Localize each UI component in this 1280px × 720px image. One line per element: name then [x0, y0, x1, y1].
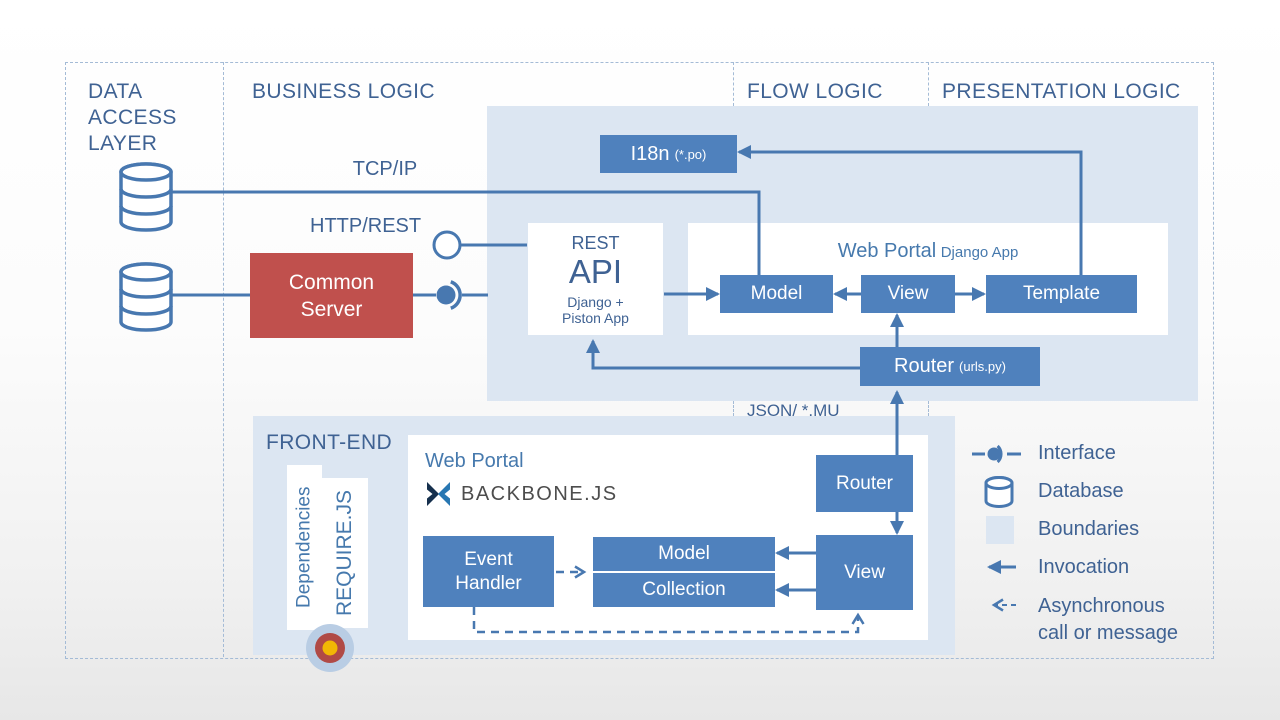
backbone-text: BACKBONE.JS — [461, 482, 618, 505]
outer-dashed-border — [65, 62, 1214, 659]
legend-database-label: Database — [1038, 480, 1124, 502]
template-box: Template — [986, 275, 1137, 313]
router-urlspy-box: Router (urls.py) — [860, 347, 1040, 386]
model-collection-divider — [593, 571, 775, 573]
http-rest-label: HTTP/REST — [310, 215, 422, 237]
json-mu-label: JSON/ *.MU — [747, 401, 840, 420]
header-business-logic: BUSINESS LOGIC — [252, 80, 435, 103]
legend-invocation-label: Invocation — [1038, 556, 1130, 578]
fe-collection-half: Collection — [642, 579, 726, 600]
legend-async-label: Asynchronous call or message — [1038, 595, 1179, 644]
model-collection-box: Model Collection — [593, 537, 775, 607]
tcp-ip-label: TCP/IP — [352, 158, 418, 180]
rest-api-content: REST API Django + Piston App — [562, 233, 629, 326]
event-handler-box: Event Handler — [423, 536, 554, 607]
legend-interface-label: Interface — [1038, 442, 1116, 464]
divider-presentation-top — [928, 62, 929, 106]
view-box: View — [861, 275, 955, 313]
backbonejs-logo: BACKBONE.JS — [425, 480, 618, 508]
requirejs-label: REQUIRE.JS — [333, 489, 356, 617]
dependencies-label: Dependencies — [293, 486, 315, 609]
divider-presentation-gap — [928, 401, 929, 416]
fe-model-half: Model — [658, 543, 710, 564]
divider-flow-top — [733, 62, 734, 106]
divider-data-access — [223, 62, 224, 657]
header-flow-logic: FLOW LOGIC — [747, 80, 883, 103]
front-end-label: FRONT-END — [266, 431, 393, 454]
web-portal-django-title: Web Portal Django App — [837, 240, 1019, 262]
dependencies-strip: Dependencies — [287, 465, 322, 630]
fe-router-box: Router — [816, 455, 913, 512]
common-server-box: Common Server — [250, 253, 413, 338]
header-data-access-layer: DATA ACCESS LAYER — [88, 80, 177, 155]
legend-boundaries-swatch — [986, 516, 1014, 544]
requirejs-strip: REQUIRE.JS — [322, 478, 368, 628]
i18n-box: I18n (*.po) — [600, 135, 737, 173]
divider-flow-gap — [733, 401, 734, 416]
backbone-icon — [427, 482, 450, 506]
fe-webportal-title: Web Portal — [425, 450, 524, 472]
header-presentation-logic: PRESENTATION LOGIC — [942, 80, 1181, 103]
legend-boundaries-label: Boundaries — [1038, 518, 1140, 540]
fe-view-box: View — [816, 535, 913, 610]
model-box: Model — [720, 275, 833, 313]
